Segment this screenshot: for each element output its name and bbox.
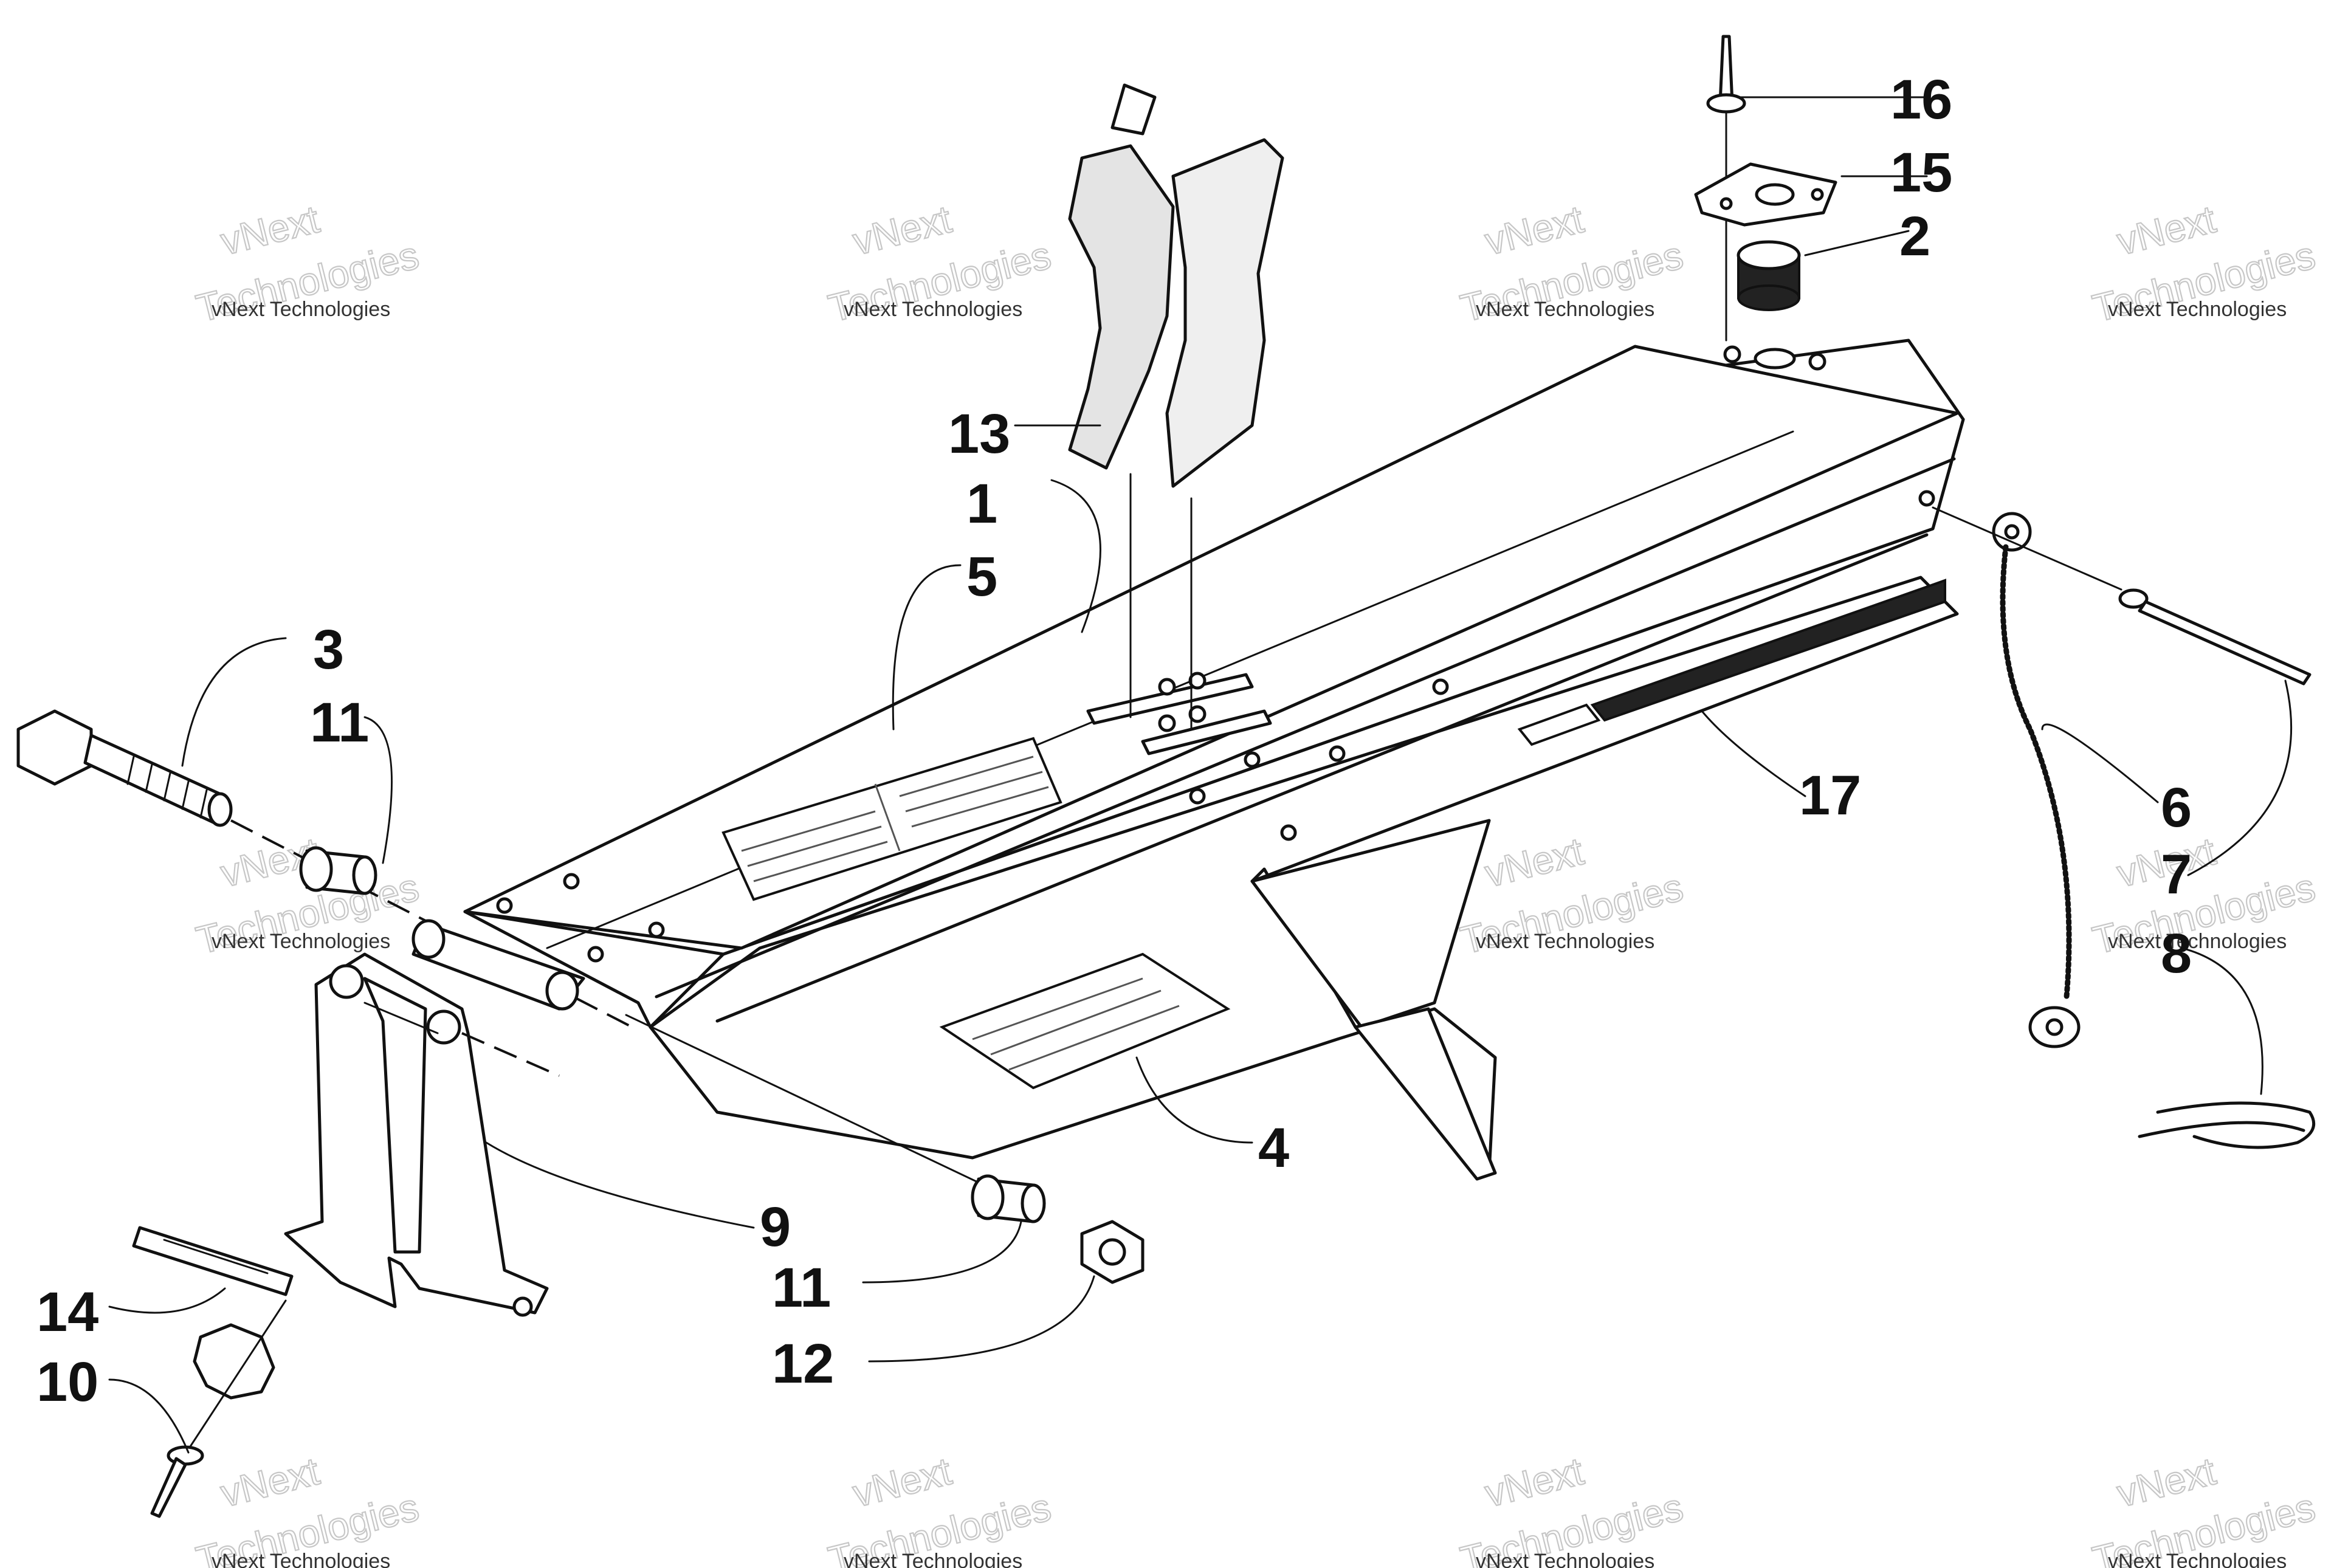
pin-centerline: [1932, 506, 2122, 591]
watermark-text: vNext Technologies: [1476, 930, 1654, 953]
rivet: [150, 1445, 204, 1518]
watermark-text: vNext Technologies: [1476, 1550, 1654, 1568]
watermark-text: vNext Technologies: [2108, 1550, 2287, 1568]
callout-1: 1: [966, 473, 997, 535]
deck-rear-fin: [1354, 1007, 1497, 1181]
knob: [193, 1323, 275, 1400]
watermark-text: vNext: [2113, 197, 2220, 263]
callout-15: 15: [1890, 142, 1952, 204]
watermark: vNext Technologies vNext Technologies: [824, 1448, 1056, 1568]
flange-plate: [1694, 162, 1837, 227]
watermark: vNext Technologies vNext Technologies: [191, 1448, 424, 1568]
watermark: vNext Technologies vNext Technologies: [1456, 1448, 1688, 1568]
deck-fold-line: [715, 533, 1929, 1023]
deck-rear-skid: [1250, 819, 1491, 1029]
watermark-text: vNext Technologies: [212, 1550, 390, 1568]
lock-nut: [1080, 1220, 1145, 1284]
callout-3: 3: [313, 619, 344, 681]
watermark-text: vNext: [849, 197, 955, 263]
callout-4: 4: [1258, 1117, 1289, 1179]
decal-caution-label: [721, 737, 1062, 901]
hinge-tube-end: [411, 919, 446, 959]
deck-fold-line: [655, 457, 1956, 999]
callout-2: 2: [1899, 205, 1930, 267]
watermark-text: vNext Technologies: [212, 298, 390, 321]
watermark: vNext Technologies vNext Technologies: [191, 828, 424, 963]
decal-warning-label: [939, 952, 1231, 1090]
watermark-text: vNext Technologies: [844, 1550, 1022, 1568]
hinge-pin-assembly: [230, 819, 998, 1192]
watermark-text: vNext: [849, 1449, 955, 1515]
watermark-text: vNext Technologies: [2108, 298, 2287, 321]
callout-9: 9: [760, 1196, 791, 1258]
grommet: [1737, 240, 1801, 311]
watermark-text: vNext: [1481, 197, 1588, 263]
watermark: vNext Technologies vNext Technologies: [2088, 828, 2320, 963]
watermark-text: vNext: [216, 197, 323, 263]
deck-pad-slots: [1086, 672, 1272, 755]
hair-pin-clip: [2138, 1101, 2316, 1149]
watermark-text: vNext: [216, 1449, 323, 1515]
watermark: vNext Technologies vNext Technologies: [191, 196, 424, 331]
decal-side-stripe: [1517, 579, 1946, 746]
rivet-top: [1706, 35, 1746, 114]
leader-lines: [108, 96, 2293, 1454]
callout-7: 7: [2161, 844, 2192, 906]
watermark: vNext Technologies vNext Technologies: [1456, 196, 1688, 331]
callout-11-bottom: 11: [772, 1257, 831, 1319]
watermark-text: vNext: [1481, 829, 1588, 895]
callout-5: 5: [966, 546, 997, 608]
callout-17: 17: [1799, 765, 1861, 827]
retainer-strap: [132, 1226, 294, 1296]
hinge-pin-line: [625, 1014, 998, 1192]
callout-10: 10: [36, 1351, 98, 1413]
callout-13: 13: [948, 403, 1010, 465]
bolt-shank: [83, 734, 227, 825]
watermark: vNext Technologies vNext Technologies: [2088, 1448, 2320, 1568]
watermark: vNext Technologies vNext Technologies: [2088, 196, 2320, 331]
mounting-bracket: [284, 952, 560, 1317]
watermark: vNext Technologies vNext Technologies: [1456, 828, 1688, 963]
watermark-text: vNext: [1481, 1449, 1588, 1515]
bolt: [16, 709, 233, 827]
clevis-pin: [2118, 588, 2312, 686]
callout-labels: 1 2 3 4 5 6 7 8 9 10 11 11 12 13 14 15 1…: [36, 69, 2192, 1413]
callout-12: 12: [772, 1333, 834, 1395]
rivet-centerline: [181, 1299, 287, 1460]
bushing: [299, 846, 377, 895]
watermark-text: vNext Technologies: [212, 930, 390, 953]
watermark-text: vNext Technologies: [2108, 930, 2287, 953]
watermark: vNext Technologies vNext Technologies: [824, 196, 1056, 331]
callout-16: 16: [1890, 69, 1952, 131]
watermark-text: vNext Technologies: [1476, 298, 1654, 321]
deck-holes: [496, 345, 1935, 963]
watermark-text: vNext: [2113, 1449, 2220, 1515]
callout-14: 14: [36, 1281, 98, 1343]
running-board-deck: [463, 339, 1965, 1181]
bolt-tip: [207, 792, 233, 827]
hinge-tube-end: [545, 971, 579, 1011]
bolt-hex-head: [16, 709, 93, 786]
foot-pad: [1068, 83, 1284, 731]
watermark-text: vNext Technologies: [844, 298, 1022, 321]
tether-cable: [1992, 512, 2081, 1048]
bushing: [971, 1174, 1046, 1223]
bolt-thread: [126, 755, 208, 819]
callout-11-top: 11: [310, 692, 369, 754]
callout-8: 8: [2161, 923, 2192, 985]
callout-6: 6: [2161, 777, 2192, 839]
